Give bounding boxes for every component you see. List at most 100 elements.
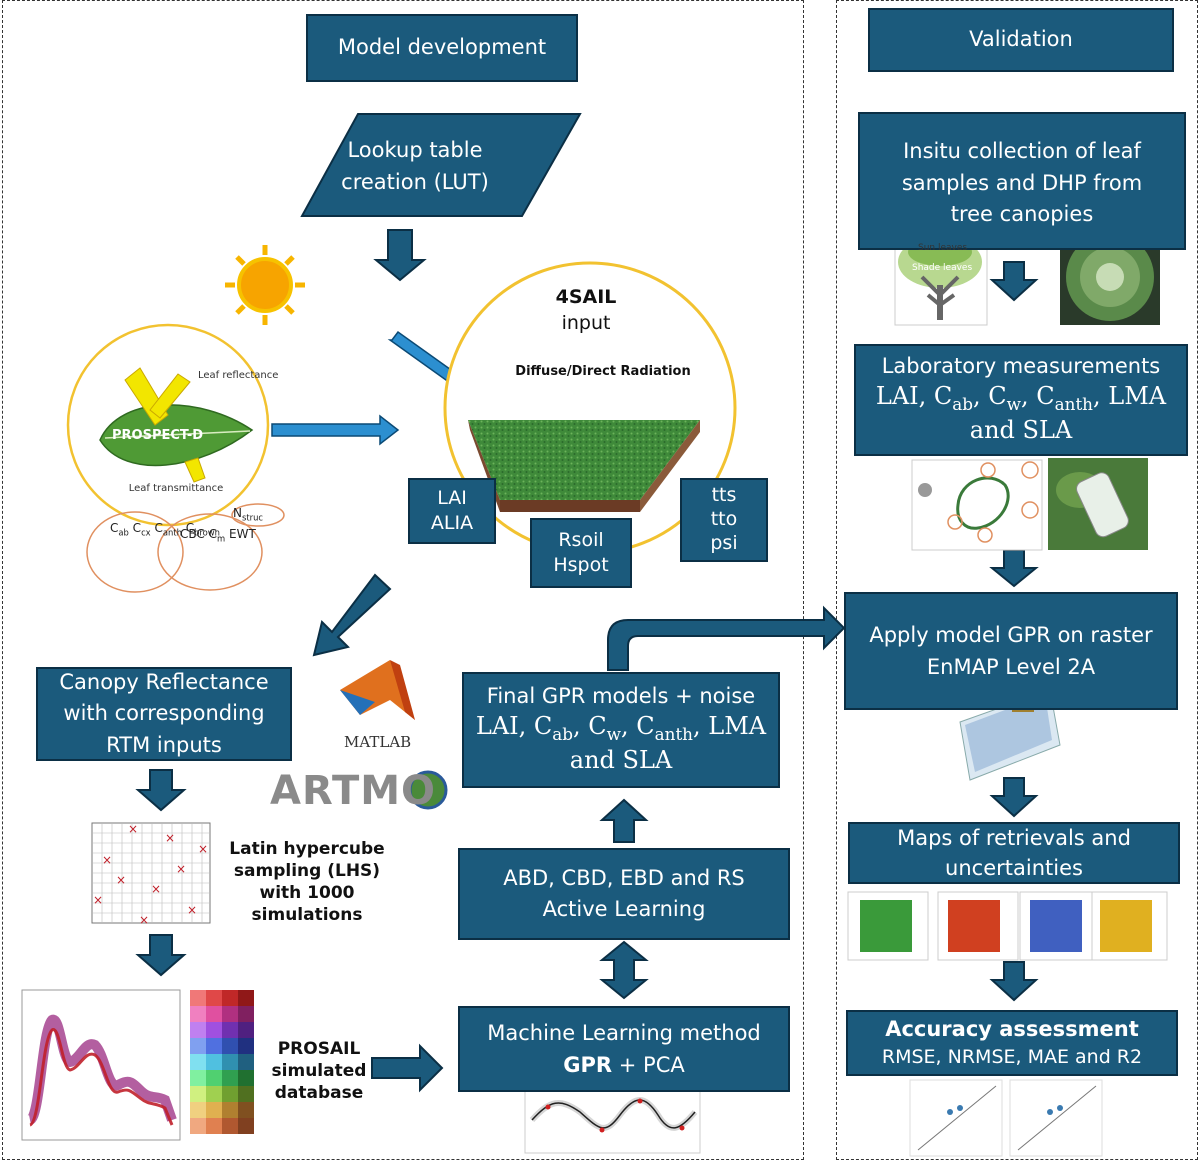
accuracy-title: Accuracy assessment (885, 1017, 1139, 1041)
param-cbc: CBC (180, 527, 205, 541)
arrow-apply-down (989, 777, 1039, 818)
color-matrix (190, 990, 254, 1134)
tto-label: tto (710, 508, 738, 531)
canopy-line-2: with corresponding (63, 701, 265, 726)
leaf-transmittance-label: Leaf transmittance (126, 483, 226, 495)
apply-line-1: Apply model GPR on raster (869, 623, 1153, 647)
arrow-prospect-to-sail (271, 414, 400, 446)
arrow-lhs-down (135, 934, 187, 977)
gpr-curve-thumbnail (524, 1084, 701, 1154)
param-c-brown: C (185, 521, 195, 535)
validation-header: Validation (868, 8, 1174, 72)
maps-line-2: uncertainties (945, 856, 1083, 880)
canopy-line-1: Canopy Reflectance (59, 669, 269, 694)
lut-label-line-1: Lookup table (347, 138, 483, 162)
lab-line-2: LAI, Cab, Cw, Canth, LMA (875, 381, 1167, 414)
svg-text:×: × (198, 842, 208, 856)
param-c-m-sub: m (217, 533, 226, 544)
canopy-line-3: RTM inputs (106, 732, 222, 757)
reflected-light-beam (149, 373, 191, 419)
param-c-brown-sub: brown (194, 527, 220, 538)
final-gpr-line-2: LAI, Cab, Cw, Canth, LMA (475, 711, 767, 744)
svg-text:×: × (187, 903, 197, 917)
angles-box: tts tto psi (680, 478, 768, 562)
arrow-prosail-to-ml (371, 1043, 444, 1093)
insitu-collection-box: Insitu collection of leaf samples and DH… (858, 112, 1186, 250)
canopy-reflectance-box: Canopy Reflectance with corresponding RT… (36, 667, 292, 761)
svg-text:×: × (128, 822, 138, 836)
prosail-db-line-1: PROSAIL (277, 1039, 361, 1059)
lut-label: Lookup table creation (LUT) (320, 135, 510, 198)
validation-panel (836, 0, 1198, 1160)
svg-text:×: × (165, 831, 175, 845)
retrieval-maps-thumbnails (847, 891, 1168, 961)
accuracy-scatter-thumbnails (909, 1079, 1103, 1157)
hspot-label: Hspot (553, 554, 609, 576)
lut-label-line-2: creation (LUT) (341, 169, 489, 194)
params-ellipse-b (157, 513, 263, 591)
validation-title: Validation (969, 27, 1073, 52)
param-n: N (233, 506, 242, 520)
arrow-ml-al-bidirectional (599, 940, 649, 1000)
lhs-line-2: sampling (LHS) with (233, 861, 381, 904)
accuracy-metrics: RMSE, NRMSE, MAE and R2 (881, 1046, 1143, 1069)
lab-line-1: Laboratory measurements (881, 354, 1161, 379)
maps-line-1: Maps of retrievals and (897, 825, 1131, 850)
ml-method-line-2: GPR + PCA (563, 1050, 684, 1082)
lhs-label: Latin hypercube sampling (LHS) with 1000… (212, 838, 402, 926)
matlab-logo (340, 660, 415, 720)
arrow-sail-to-canopy (312, 573, 392, 657)
prospect-nstruc: Nstruc (233, 506, 263, 522)
transmitted-light-beam (184, 457, 206, 483)
prospect-params-a: Cab Ccx Canth Cbrown (110, 520, 220, 539)
matlab-wordmark: MATLAB (344, 733, 412, 751)
final-gpr-line-3: and SLA (569, 746, 673, 775)
maps-box: Maps of retrievals and uncertainties (848, 822, 1180, 884)
active-learning-line-2: Active Learning (542, 897, 706, 921)
lhs-grid (91, 822, 211, 924)
arrow-canopy-down (135, 769, 187, 812)
chlorophyll-meter-photo (1048, 458, 1148, 550)
ml-method-line-1: Machine Learning method (487, 1021, 761, 1045)
alia-label: ALIA (430, 512, 474, 534)
param-c-cx: C (132, 521, 142, 535)
prospect-name: PROSPECT-D (112, 428, 204, 443)
artmo-wordmark: ARTMO (270, 768, 437, 814)
param-ewt: EWT (229, 527, 256, 541)
apply-model-box: Apply model GPR on raster EnMAP Level 2A (844, 592, 1178, 710)
psi-label: psi (710, 531, 738, 554)
spectra-plot (21, 989, 181, 1141)
model-development-header: Model development (306, 14, 578, 82)
ml-method-box: Machine Learning method GPR + PCA (458, 1006, 790, 1092)
svg-text:×: × (116, 873, 126, 887)
leaf-reflectance-label: Leaf reflectance (180, 370, 278, 382)
param-c-anth: C (154, 521, 163, 535)
accuracy-box: Accuracy assessment RMSE, NRMSE, MAE and… (846, 1010, 1178, 1076)
sun-icon (225, 245, 305, 325)
final-gpr-box: Final GPR models + noise LAI, Cab, Cw, C… (462, 672, 780, 788)
lhs-line-1: Latin hypercube (229, 839, 385, 859)
leaf-reflectance-line-1: Leaf (198, 370, 220, 381)
prospect-params-b: CBC Cm EWT (180, 526, 256, 545)
params-ellipse-a (86, 511, 184, 593)
param-c-ab-sub: ab (118, 527, 129, 538)
arrow-maps-down (989, 961, 1039, 1002)
insitu-line-1: Insitu collection of leaf (903, 139, 1141, 163)
lab-measurements-box: Laboratory measurements LAI, Cab, Cw, Ca… (854, 344, 1188, 456)
ml-method-gpr: GPR (563, 1052, 613, 1077)
param-n-sub: struc (241, 512, 263, 523)
params-ellipse-c (231, 503, 285, 527)
active-learning-box: ABD, CBD, EBD and RS Active Learning (458, 848, 790, 940)
arrow-lut-down (373, 229, 427, 282)
prosail-db-line-2: simulated (271, 1061, 367, 1082)
svg-text:×: × (151, 882, 161, 896)
rsoil-label: Rsoil (558, 529, 604, 552)
leaf-reflectance-line-2: reflectance (222, 370, 279, 381)
model-development-panel (2, 0, 804, 1160)
lut-parallelogram (300, 113, 582, 217)
arrow-gpr-to-apply (607, 605, 846, 671)
lab-instruments-illustration (911, 459, 1043, 551)
apply-line-2: EnMAP Level 2A (926, 654, 1096, 679)
final-gpr-line-1: Final GPR models + noise (486, 684, 756, 709)
